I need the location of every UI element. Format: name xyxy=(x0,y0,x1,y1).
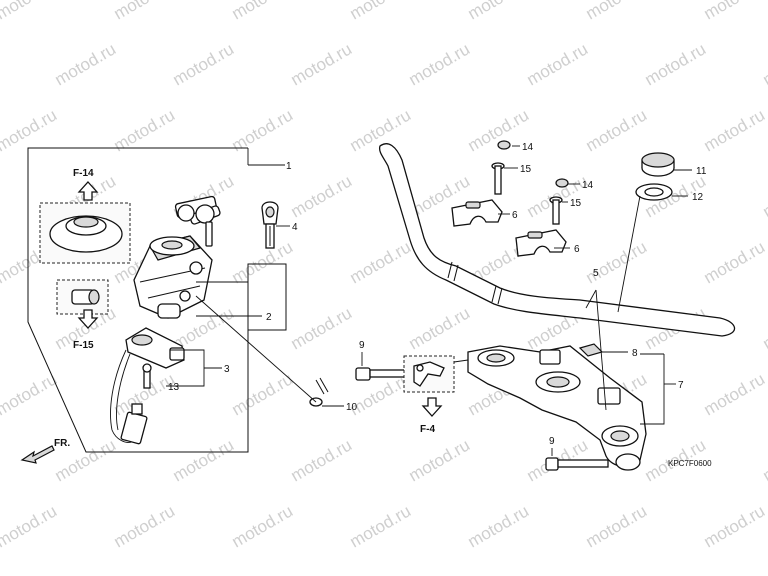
cap-14-upper[interactable] xyxy=(497,140,511,150)
watermark-text: motod.ru xyxy=(642,39,710,89)
callout-9-bottom[interactable]: 9 xyxy=(549,436,555,447)
watermark-text: motod.ru xyxy=(583,105,651,155)
watermark-text: motod.ru xyxy=(0,39,1,89)
reference-f4[interactable]: F-4 xyxy=(403,355,455,435)
callout-1[interactable]: 1 xyxy=(286,161,292,172)
callout-11[interactable]: 11 xyxy=(696,166,707,177)
washer-12[interactable] xyxy=(635,183,673,201)
callout-15-lower[interactable]: 15 xyxy=(570,198,582,209)
clip-8[interactable] xyxy=(578,343,604,357)
watermark-text: motod.ru xyxy=(111,501,179,551)
watermark-text: motod.ru xyxy=(52,39,120,89)
arrow-up-icon xyxy=(77,181,99,201)
watermark-text: motod.ru xyxy=(701,369,768,419)
reference-f14-label: F-14 xyxy=(73,168,94,179)
bolt-9-bottom[interactable] xyxy=(545,453,641,471)
watermark-text: motod.ru xyxy=(465,501,533,551)
reference-f14[interactable]: F-14 xyxy=(39,168,131,264)
leader-lines xyxy=(166,145,692,456)
arrow-down-icon xyxy=(77,309,99,329)
callout-13[interactable]: 13 xyxy=(168,382,180,393)
watermark-text: motod.ru xyxy=(406,435,474,485)
callout-3[interactable]: 3 xyxy=(224,364,230,375)
bolt-15-upper[interactable] xyxy=(491,162,505,195)
reference-f4-label: F-4 xyxy=(420,424,435,435)
watermark-text: motod.ru xyxy=(229,0,297,23)
watermark-text: motod.ru xyxy=(583,0,651,23)
arrow-down-icon xyxy=(421,397,443,417)
key[interactable] xyxy=(261,201,279,249)
watermark-text: motod.ru xyxy=(760,171,768,221)
callout-9-left[interactable]: 9 xyxy=(359,340,365,351)
handlebar-holder-lower[interactable] xyxy=(515,229,567,257)
callout-2[interactable]: 2 xyxy=(266,312,272,323)
callout-14-lower[interactable]: 14 xyxy=(582,180,594,191)
watermark-text: motod.ru xyxy=(583,237,651,287)
watermark-text: motod.ru xyxy=(170,435,238,485)
diagram-code: KPC7F0600 xyxy=(668,459,712,468)
watermark-text: motod.ru xyxy=(347,0,415,23)
handlebar[interactable] xyxy=(378,143,736,337)
watermark-text: motod.ru xyxy=(760,435,768,485)
watermark-text: motod.ru xyxy=(760,39,768,89)
callout-10[interactable]: 10 xyxy=(346,402,358,413)
watermark-text: motod.ru xyxy=(288,303,356,353)
callout-6-lower[interactable]: 6 xyxy=(574,244,580,255)
watermark-text: motod.ru xyxy=(0,171,1,221)
front-direction-label: FR. xyxy=(54,438,70,449)
watermark-text: motod.ru xyxy=(701,501,768,551)
watermark-text: motod.ru xyxy=(111,0,179,23)
front-direction-indicator: FR. xyxy=(20,438,70,464)
watermark-text: motod.ru xyxy=(406,39,474,89)
reference-f15-label: F-15 xyxy=(73,340,94,351)
watermark-text: motod.ru xyxy=(0,303,1,353)
cap-14-lower[interactable] xyxy=(555,178,569,188)
watermark-text: motod.ru xyxy=(347,501,415,551)
watermark-text: motod.ru xyxy=(170,39,238,89)
watermark-text: motod.ru xyxy=(701,105,768,155)
watermark-text: motod.ru xyxy=(288,171,356,221)
watermark-text: motod.ru xyxy=(406,303,474,353)
callout-7[interactable]: 7 xyxy=(678,380,684,391)
watermark-text: motod.ru xyxy=(229,501,297,551)
bar-end-weight-11[interactable] xyxy=(641,152,675,177)
ignition-switch[interactable] xyxy=(133,195,221,319)
watermark-text: motod.ru xyxy=(288,435,356,485)
watermark-text: motod.ru xyxy=(347,237,415,287)
top-bridge[interactable] xyxy=(467,345,647,467)
handlebar-holder-upper[interactable] xyxy=(451,199,503,227)
watermark-text: motod.ru xyxy=(760,303,768,353)
watermark-text: motod.ru xyxy=(465,0,533,23)
watermark-layer: motod.ru motod.ru motod.ru motod.ru motod.ru… xyxy=(0,0,768,551)
watermark-text: motod.ru xyxy=(229,369,297,419)
callout-12[interactable]: 12 xyxy=(692,192,704,203)
watermark-text: motod.ru xyxy=(0,369,60,419)
callout-15-upper[interactable]: 15 xyxy=(520,164,532,175)
callout-4[interactable]: 4 xyxy=(292,222,298,233)
watermark-text: motod.ru xyxy=(524,39,592,89)
callout-14-upper[interactable]: 14 xyxy=(522,142,534,153)
watermark-text: motod.ru xyxy=(0,435,1,485)
watermark-text: motod.ru xyxy=(701,0,768,23)
watermark-text: motod.ru xyxy=(0,501,60,551)
watermark-text: motod.ru xyxy=(0,0,60,23)
screw-10[interactable] xyxy=(309,377,329,407)
reference-f15[interactable]: F-15 xyxy=(56,279,109,351)
watermark-text: motod.ru xyxy=(701,237,768,287)
watermark-text: motod.ru xyxy=(583,501,651,551)
ignition-harness[interactable] xyxy=(110,327,185,445)
callout-5[interactable]: 5 xyxy=(593,268,599,279)
callout-8[interactable]: 8 xyxy=(632,348,638,359)
callouts: 1 2 3 4 5 6 6 7 8 9 9 10 11 12 13 14 14 … xyxy=(168,142,707,447)
bolt-15-lower[interactable] xyxy=(549,196,563,225)
watermark-text: motod.ru xyxy=(288,39,356,89)
callout-6-upper[interactable]: 6 xyxy=(512,210,518,221)
